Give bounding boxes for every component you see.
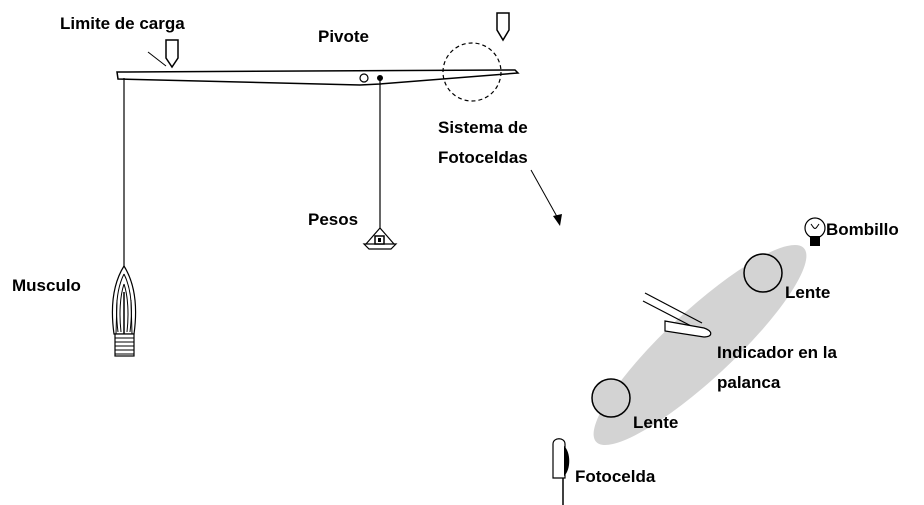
- bulb-icon: [804, 217, 826, 246]
- label-pesos: Pesos: [308, 210, 359, 229]
- label-pivote: Pivote: [318, 27, 370, 46]
- label-palanca: palanca: [717, 373, 781, 392]
- photocell-system-circle: [442, 42, 502, 102]
- label-lente-upper: Lente: [785, 283, 831, 302]
- lever-beam: [116, 69, 520, 86]
- label-indicador-en-la: Indicador en la: [717, 343, 837, 362]
- label-limite-de-carga: Limite de carga: [60, 14, 185, 33]
- load-limit-stop: [165, 39, 179, 69]
- photocell-icon: [552, 438, 570, 505]
- light-beam: [593, 245, 807, 445]
- lever-indicator: [642, 292, 712, 338]
- muscle-specimen: [111, 264, 137, 357]
- label-lente-lower: Lente: [633, 413, 679, 432]
- weight-pan: [362, 227, 398, 250]
- right-stop: [496, 12, 510, 42]
- upper-lens: [743, 253, 783, 293]
- label-musculo: Musculo: [12, 276, 81, 295]
- weight-attachment-point: [377, 75, 383, 81]
- pivot-circle: [359, 73, 369, 83]
- label-sistema-de: Sistema de: [438, 118, 528, 137]
- pointer-arrow-line: [530, 169, 561, 223]
- label-bombillo: Bombillo: [826, 220, 899, 239]
- pointer-arrowhead: [553, 214, 562, 226]
- limite-pointer-line: [147, 51, 167, 67]
- lower-lens: [591, 378, 631, 418]
- label-fotocelda: Fotocelda: [575, 467, 656, 486]
- label-fotoceldas: Fotoceldas: [438, 148, 528, 167]
